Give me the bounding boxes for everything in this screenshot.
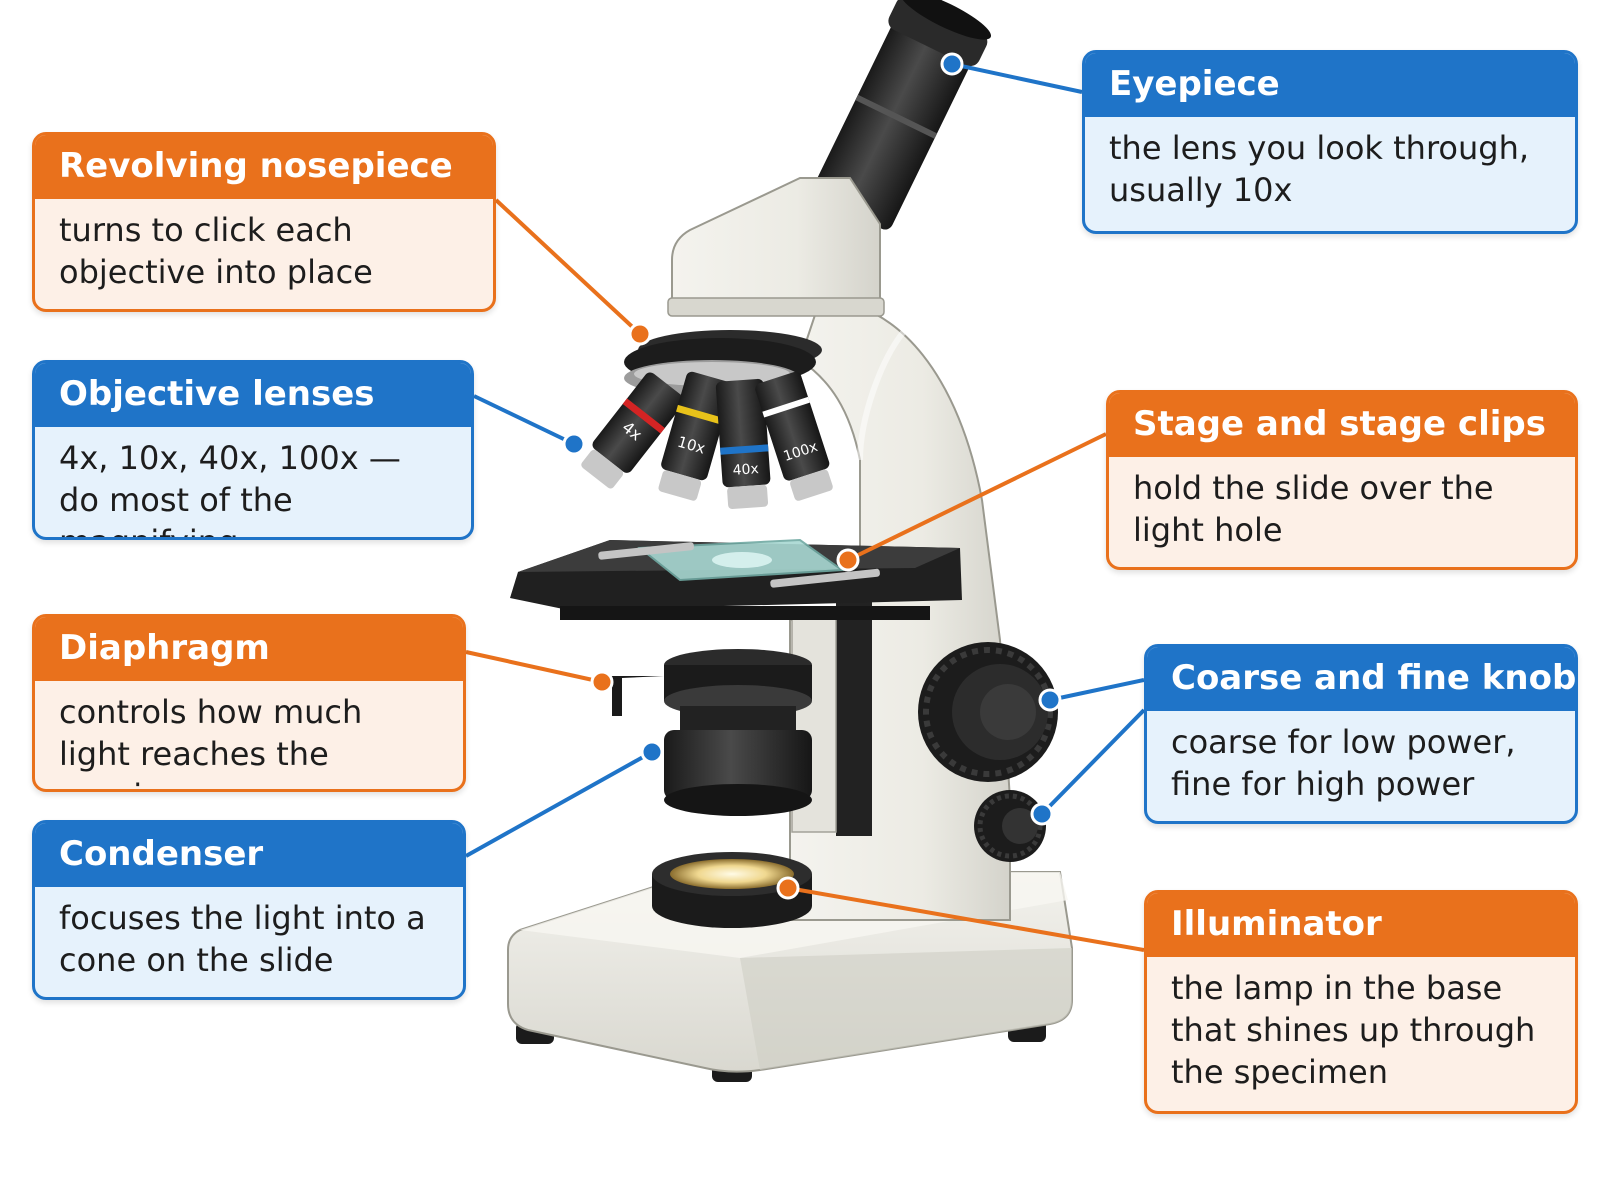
leader-line-objectives — [473, 394, 575, 446]
label-stage: Stage and stage clips hold the slide ove… — [1106, 390, 1578, 570]
label-nosepiece-desc: turns to click each objective into place — [59, 211, 373, 291]
leader-line-nosepiece — [494, 198, 642, 336]
label-condenser: Condenser focuses the light into a cone … — [32, 820, 466, 1000]
leader-dot-fine-knob — [1030, 802, 1054, 826]
objective-lens: 10x — [658, 371, 733, 501]
leader-dot-condenser — [640, 740, 664, 764]
leader-line-eyepiece — [951, 62, 1083, 94]
leader-dot-illuminator — [776, 876, 800, 900]
stage-clip — [598, 542, 695, 560]
label-objectives-title: Objective lenses — [35, 363, 471, 427]
label-illuminator-title: Illuminator — [1147, 893, 1575, 957]
eyepiece-tube — [812, 0, 992, 230]
leader-dot-nosepiece — [628, 322, 652, 346]
label-knobs: Coarse and fine knobs coarse for low pow… — [1144, 644, 1578, 824]
label-diaphragm-title: Diaphragm — [35, 617, 463, 681]
fine-knob — [974, 790, 1046, 862]
label-diaphragm-desc: controls how much light reaches the spec… — [59, 693, 363, 789]
microscope-illustration: 4x 10x 40x 100x — [507, 0, 1073, 1082]
leader-dot-eyepiece — [940, 52, 964, 76]
label-knobs-desc: coarse for low power, fine for high powe… — [1171, 723, 1516, 803]
leader-dot-diaphragm — [590, 670, 614, 694]
label-nosepiece-title: Revolving nosepiece — [35, 135, 493, 199]
label-condenser-desc: focuses the light into a cone on the sli… — [59, 899, 426, 979]
objective-lens: 100x — [755, 371, 833, 501]
leader-line-diaphragm — [465, 650, 603, 684]
label-eyepiece: Eyepiece the lens you look through, usua… — [1082, 50, 1578, 234]
label-stage-title: Stage and stage clips — [1109, 393, 1575, 457]
label-diaphragm: Diaphragm controls how much light reache… — [32, 614, 466, 792]
diaphragm-lever — [610, 676, 664, 716]
leader-lines — [465, 52, 1146, 952]
microscope-head — [667, 177, 885, 317]
label-illuminator: Illuminator the lamp in the base that sh… — [1144, 890, 1578, 1114]
coarse-knob — [918, 642, 1058, 782]
leader-line-condenser — [465, 750, 653, 858]
focus-rack — [836, 600, 872, 836]
label-objectives: Objective lenses 4x, 10x, 40x, 100x — do… — [32, 360, 474, 540]
leader-dot-stage — [836, 548, 860, 572]
label-illuminator-desc: the lamp in the base that shines up thro… — [1171, 969, 1536, 1091]
stage-clip — [770, 568, 880, 588]
condenser-assembly — [610, 649, 812, 816]
stage — [510, 538, 962, 620]
leader-line-fine-knob — [1040, 708, 1146, 816]
leader-line-illuminator — [787, 886, 1145, 952]
illuminator-lamp — [652, 852, 812, 928]
leader-dot-coarse-knob — [1038, 688, 1062, 712]
objective-lens: 40x — [715, 378, 771, 510]
label-condenser-title: Condenser — [35, 823, 463, 887]
objective-mark: 40x — [732, 461, 759, 479]
label-stage-desc: hold the slide over the light hole — [1133, 469, 1494, 549]
label-eyepiece-title: Eyepiece — [1085, 53, 1575, 117]
label-knobs-title: Coarse and fine knobs — [1147, 647, 1575, 711]
label-objectives-desc: 4x, 10x, 40x, 100x — do most of the magn… — [59, 439, 401, 537]
objective-lens: 4x — [581, 372, 685, 489]
leader-dot-objectives — [562, 432, 586, 456]
label-eyepiece-desc: the lens you look through, usually 10x — [1109, 129, 1530, 209]
leader-line-stage — [847, 432, 1107, 562]
label-nosepiece: Revolving nosepiece turns to click each … — [32, 132, 496, 312]
leader-line-coarse-knob — [1049, 678, 1145, 702]
